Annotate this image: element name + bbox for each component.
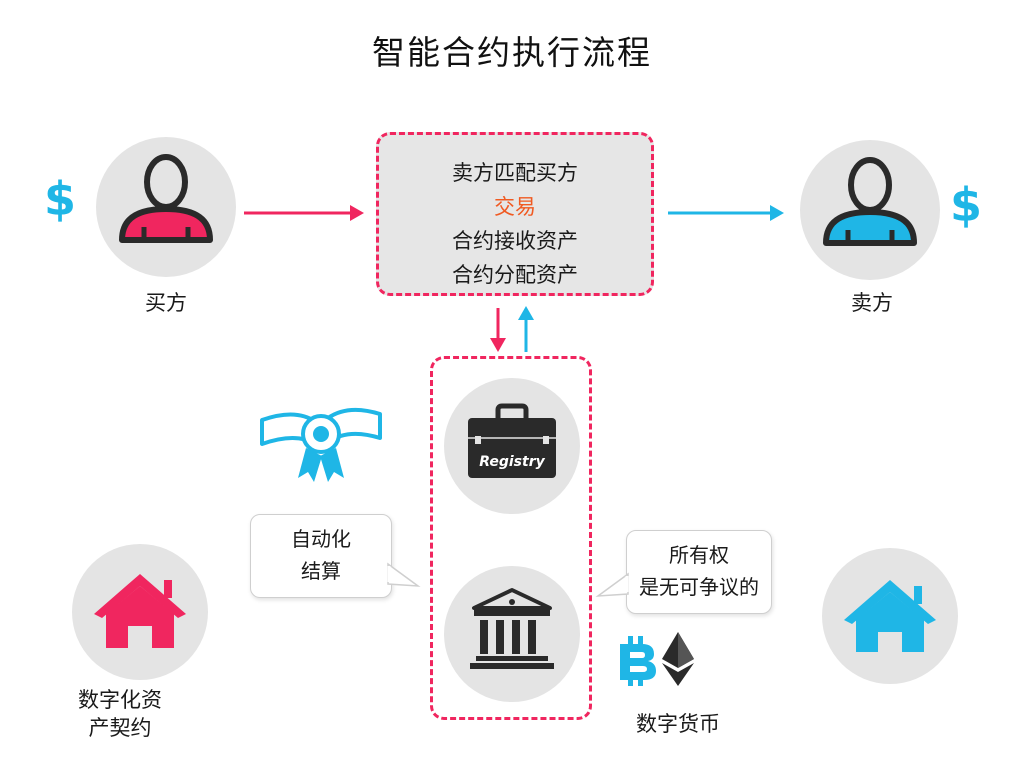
- diagram-title: 智能合约执行流程: [372, 33, 652, 72]
- digital-asset-label-line2: 产契约: [88, 716, 152, 740]
- left-bubble-tail: [387, 562, 421, 587]
- seller-label: 卖方: [851, 291, 893, 315]
- registry-box: [430, 356, 592, 720]
- auto-settlement-bubble: 自动化 结算: [250, 514, 392, 598]
- contract-to-seller-arrow: [668, 205, 784, 221]
- digital-asset-label-line1: 数字化资: [78, 688, 162, 712]
- contract-step-match: 卖方匹配买方: [452, 161, 578, 185]
- bitcoin-icon: [620, 636, 656, 686]
- seller-avatar: [800, 140, 940, 280]
- registry-circle: Registry: [444, 378, 580, 514]
- registry-to-contract-arrow: [518, 306, 534, 352]
- bank-circle: [444, 566, 580, 702]
- smart-contract-box: 卖方匹配买方 交易 合约接收资产 合约分配资产: [376, 132, 654, 296]
- right-bubble-tail: [595, 572, 629, 597]
- buyer-person-icon: [119, 154, 213, 243]
- digital-asset-label: 数字化资 产契约: [60, 686, 180, 742]
- buyer-dollar-icon: $: [44, 172, 77, 226]
- contract-step-receive: 合约接收资产: [452, 229, 578, 253]
- seller-dollar-icon: $: [950, 178, 983, 232]
- digital-asset-circle: [72, 544, 208, 680]
- buyer-avatar: [96, 137, 236, 277]
- buyer-label: 买方: [145, 291, 187, 315]
- auto-settlement-line1: 自动化: [291, 527, 351, 551]
- ownership-line2: 是无可争议的: [639, 575, 759, 599]
- auto-settlement-line2: 结算: [301, 559, 341, 583]
- ownership-line1: 所有权: [669, 543, 729, 567]
- contract-step-distribute: 合约分配资产: [452, 263, 578, 287]
- contract-step-trade: 交易: [494, 195, 536, 219]
- ownership-bubble: 所有权 是无可争议的: [626, 530, 772, 614]
- briefcase-icon: [468, 403, 556, 478]
- pink-house-icon: [94, 574, 186, 648]
- buyer-to-contract-arrow: [244, 205, 364, 221]
- crypto-house-circle: [822, 548, 958, 684]
- crypto-label: 数字货币: [636, 712, 720, 736]
- bank-icon: [470, 588, 554, 669]
- contract-to-registry-arrow: [490, 308, 506, 352]
- certificate-ribbon-icon: [260, 407, 382, 482]
- ethereum-icon: [662, 632, 694, 686]
- seller-person-icon: [823, 157, 917, 246]
- blue-house-icon: [844, 580, 936, 652]
- registry-label: Registry: [479, 454, 545, 470]
